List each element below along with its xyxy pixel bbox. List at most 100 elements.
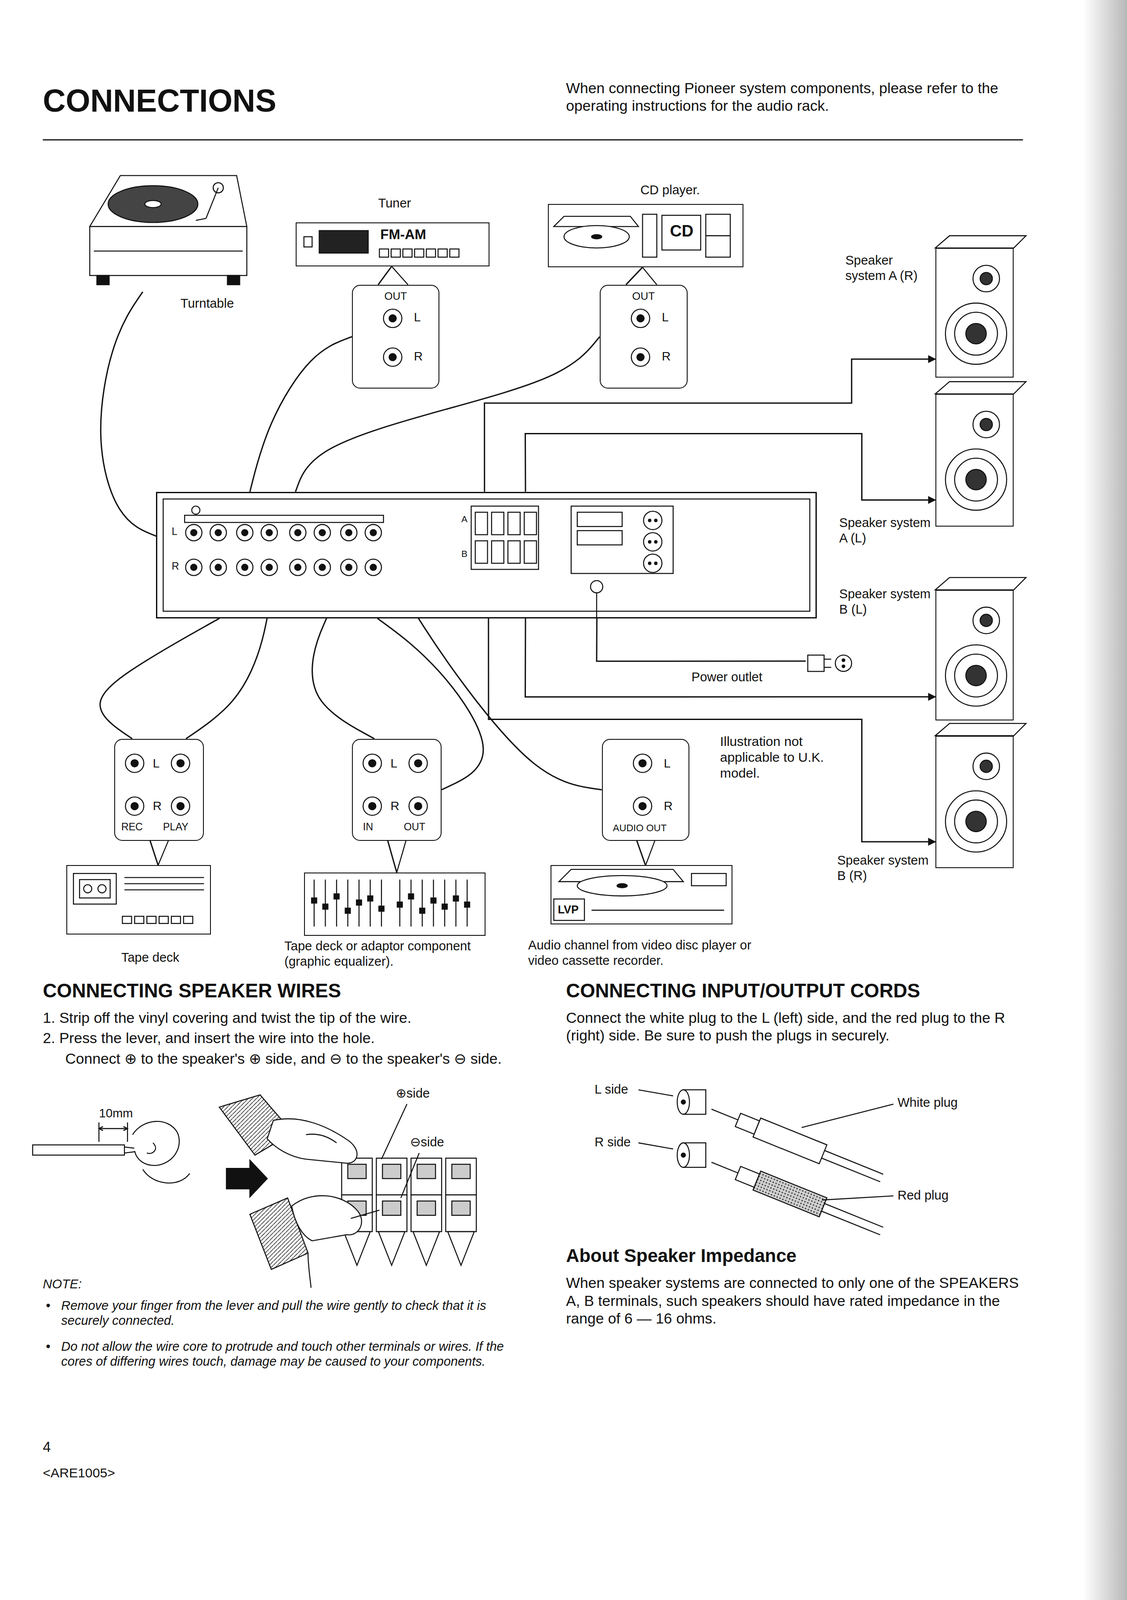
cd-player-drawing (705, 235, 731, 236)
amplifier-rear-panel (340, 558, 357, 576)
tape-deck-box: Tape deck (66, 864, 212, 935)
label-text: ⊕side (395, 1085, 431, 1101)
tuner-drawing (402, 248, 413, 258)
speaker-drawing (935, 235, 1027, 852)
signal-cord (626, 267, 643, 285)
label-text: 2. Press the lever, and insert the wire … (42, 1029, 522, 1047)
amplifier-rear-panel (260, 558, 278, 576)
cd-player-drawing (705, 214, 731, 258)
video-disc-player-drawing (645, 840, 655, 866)
amplifier-rear-panel (590, 580, 603, 593)
wire-stripping-drawing (126, 1122, 128, 1142)
terminal-block-drawing (382, 1200, 401, 1215)
node-text: LVP (557, 902, 579, 917)
rca-jack (633, 753, 653, 773)
rca-plug-drawing (753, 1170, 827, 1217)
label-text: 1. Strip off the vinyl covering and twis… (42, 1008, 522, 1027)
equalizer-drawing (442, 903, 448, 910)
rca-jack (637, 314, 645, 322)
tape-deck-drawing (124, 882, 204, 884)
rca-plug-drawing (677, 1142, 690, 1167)
wire-stripping-drawing (142, 1168, 190, 1183)
label-text: • (45, 1297, 51, 1313)
turntable-drawing (89, 175, 247, 285)
node-text: PLAY (163, 820, 189, 834)
speaker-drawing (935, 577, 1027, 590)
amplifier-rear-panel (294, 529, 301, 536)
power-plug-drawing (824, 666, 832, 668)
turntable-drawing (97, 275, 110, 285)
amplifier-rear-panel (577, 511, 623, 527)
wire-stripping-drawing (123, 1126, 128, 1131)
speaker-drawing (972, 411, 1000, 438)
label-text: L side (594, 1081, 628, 1097)
rca-plug-drawing (638, 1089, 894, 1240)
hand-drawing (305, 1133, 337, 1143)
rca-plug-drawing (801, 1103, 894, 1127)
signal-cord (378, 266, 392, 285)
speaker-box: Speaker system B (L) (935, 589, 1015, 721)
tape-deck-drawing (183, 916, 193, 924)
node-text: IN (362, 820, 374, 834)
label-text: When speaker systems are connected to on… (565, 1273, 1030, 1327)
speaker-drawing (945, 448, 1007, 510)
equalizer-drawing (408, 893, 414, 899)
terminal-block-drawing (376, 1157, 408, 1195)
speaker-wire (525, 433, 935, 501)
equalizer-drawing (421, 879, 423, 927)
label-text: <ARE1005> (42, 1464, 115, 1481)
amplifier-rear-panel (648, 540, 652, 544)
node-text: Speaker system A (L) (839, 514, 934, 546)
rca-plug-drawing (681, 1152, 686, 1157)
amplifier-rear-panel (491, 540, 504, 563)
equalizer-drawing (455, 879, 457, 927)
amplifier-panel: LRAB (155, 491, 817, 619)
amplifier-rear-panel (648, 518, 652, 522)
node-text: L (663, 755, 671, 771)
tape-deck-drawing (146, 916, 156, 924)
signal-cord (250, 336, 352, 492)
rca-jack (125, 796, 145, 816)
speaker-box: Speaker system A (L) (935, 393, 1015, 527)
rca-jack (409, 796, 428, 816)
node-text: Tape deck (121, 949, 180, 965)
speaker-drawing (935, 235, 1027, 248)
node-text: R (413, 348, 423, 364)
amplifier-rear-panel (365, 524, 382, 541)
signal-cord (100, 618, 220, 739)
tape-deck-drawing (83, 884, 92, 893)
hand-drawing (267, 1118, 357, 1163)
speaker-drawing (945, 790, 1007, 852)
amplifier-rear-panel (654, 561, 658, 565)
amplifier-rear-panel (294, 564, 301, 571)
cd-player-drawing (662, 215, 701, 251)
amplifier-rear-panel (319, 529, 326, 536)
terminal-block-drawing (341, 1157, 477, 1265)
tuner-drawing (379, 248, 389, 258)
signal-cord (418, 618, 602, 790)
equalizer-drawing (369, 879, 371, 927)
rca-jack (383, 308, 403, 328)
hand-drawing (381, 1103, 407, 1159)
turntable-drawing (89, 226, 247, 276)
amplifier-rear-panel (340, 524, 357, 541)
speaker-drawing (972, 265, 1000, 292)
turntable-drawing (144, 200, 162, 208)
rca-jack (362, 796, 382, 816)
node-text: R (171, 560, 180, 573)
terminal-block-drawing (376, 1194, 408, 1232)
rca-plug-drawing (711, 1108, 738, 1120)
jack-panel: LRAUDIO OUT (601, 738, 690, 841)
amplifier-rear-panel (190, 529, 197, 536)
wire-stripping-drawing (32, 1120, 268, 1197)
terminal-block-drawing (416, 1200, 436, 1215)
amplifier-rear-panel (191, 505, 200, 515)
terminal-block-drawing (445, 1194, 477, 1232)
signal-cord (150, 840, 159, 866)
power-plug-drawing (835, 654, 852, 671)
wire-stripping-drawing (132, 1120, 180, 1165)
equalizer-drawing (367, 895, 374, 901)
rca-jack (368, 802, 376, 810)
equalizer-drawing (378, 905, 385, 911)
power-plug-drawing (842, 658, 845, 662)
